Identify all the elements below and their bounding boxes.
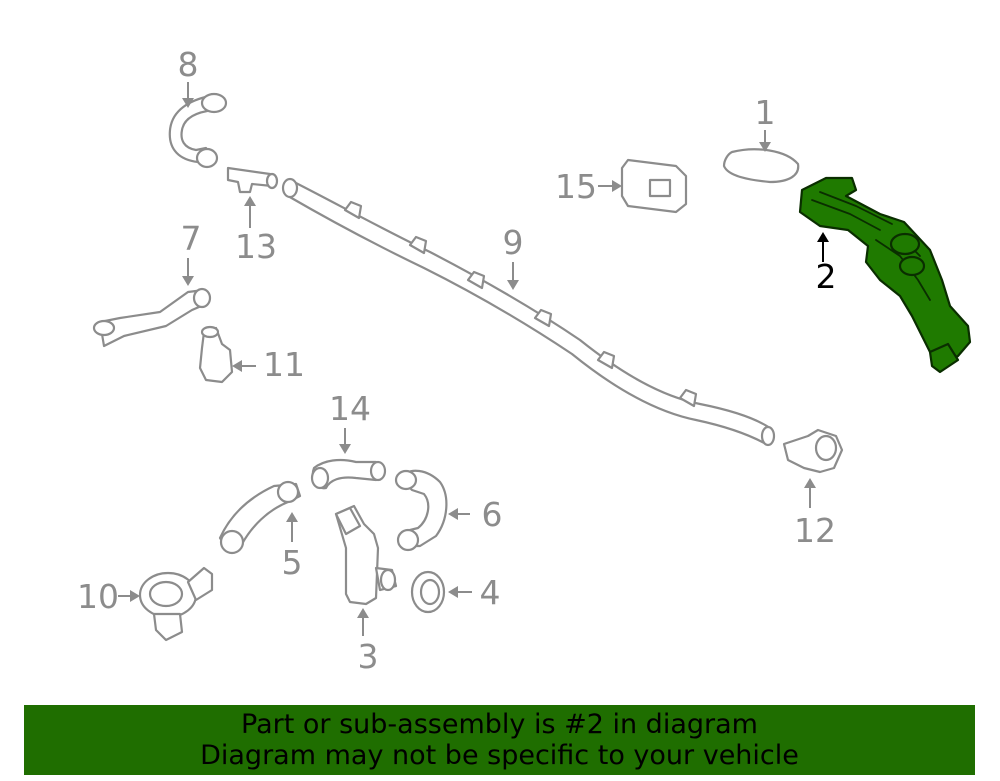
callout-11: 11 bbox=[263, 345, 305, 384]
callout-13: 13 bbox=[235, 227, 277, 266]
callout-3: 3 bbox=[358, 637, 379, 676]
part-2-washer-nozzle[interactable] bbox=[798, 176, 972, 374]
banner-line-1: Part or sub-assembly is #2 in diagram bbox=[241, 709, 758, 740]
part-10-pump-motor[interactable] bbox=[138, 566, 214, 642]
callout-14: 14 bbox=[329, 389, 371, 428]
callout-9: 9 bbox=[503, 223, 524, 262]
part-13-connector[interactable] bbox=[226, 166, 279, 194]
callout-15: 15 bbox=[555, 167, 597, 206]
callout-1: 1 bbox=[755, 93, 776, 132]
part-1-cap[interactable] bbox=[722, 148, 800, 184]
callout-12: 12 bbox=[794, 511, 836, 550]
callout-2: 2 bbox=[816, 257, 837, 296]
part-14-hose[interactable] bbox=[310, 458, 387, 490]
part-15-module[interactable] bbox=[620, 158, 688, 214]
info-banner: Part or sub-assembly is #2 in diagram Di… bbox=[24, 705, 975, 775]
part-6-hose[interactable] bbox=[394, 469, 448, 552]
callout-6: 6 bbox=[482, 495, 503, 534]
part-5-hose[interactable] bbox=[218, 480, 302, 555]
callout-8: 8 bbox=[178, 45, 199, 84]
callout-4: 4 bbox=[480, 573, 501, 612]
banner-line-2: Diagram may not be specific to your vehi… bbox=[200, 740, 799, 771]
parts-diagram: 8 13 9 15 1 bbox=[77, 45, 972, 676]
part-9-hose[interactable] bbox=[281, 177, 776, 447]
part-7-hose[interactable] bbox=[92, 287, 212, 348]
part-11-fitting[interactable] bbox=[198, 325, 234, 384]
part-8-hose[interactable] bbox=[168, 92, 228, 169]
part-3-pump[interactable] bbox=[334, 504, 398, 606]
callout-10: 10 bbox=[77, 577, 119, 616]
callout-5: 5 bbox=[282, 543, 303, 582]
part-12-connector[interactable] bbox=[782, 428, 844, 474]
part-4-grommet[interactable] bbox=[410, 570, 446, 614]
callout-7: 7 bbox=[181, 219, 202, 258]
